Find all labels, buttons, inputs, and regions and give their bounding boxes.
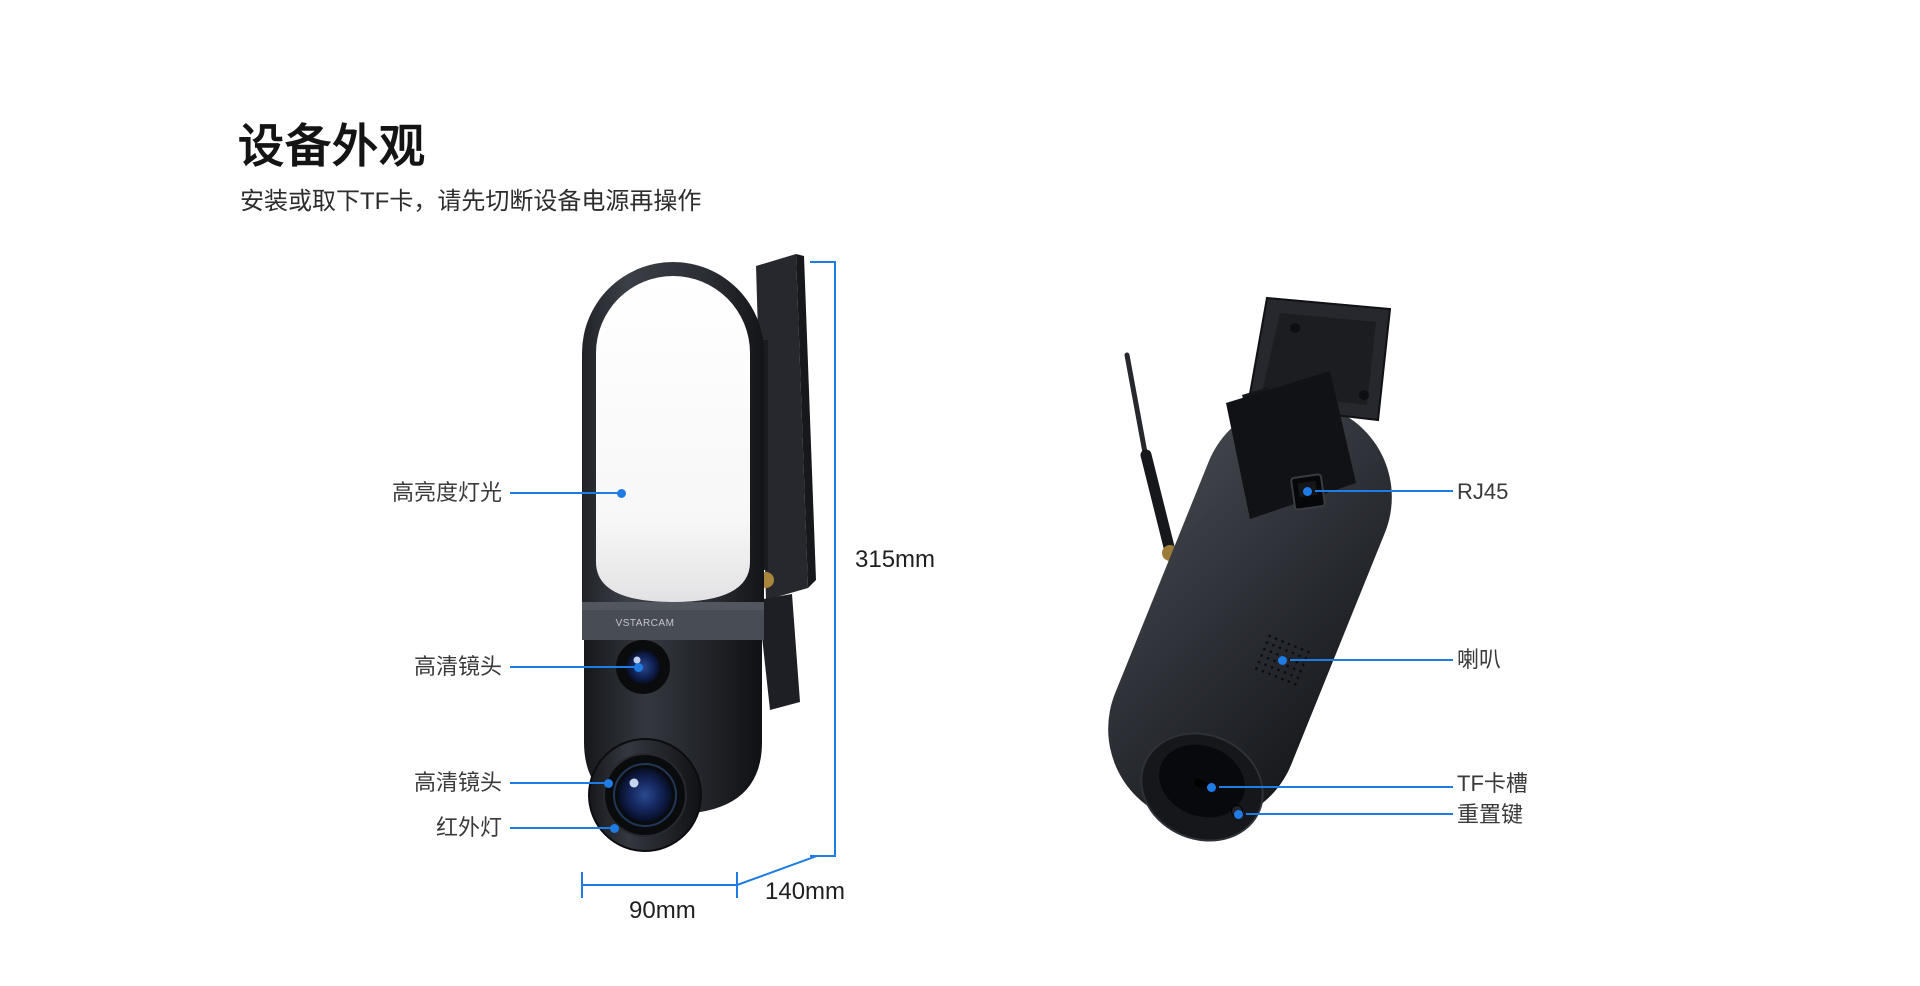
dimension-width-cap-left <box>581 872 583 898</box>
callout-speaker-dot <box>1278 656 1287 665</box>
callout-brightness-light-label: 高亮度灯光 <box>391 480 502 505</box>
callout-reset-line <box>1246 813 1453 815</box>
callout-reset-dot <box>1234 810 1243 819</box>
brand-logo: VSTARCAM <box>616 618 675 629</box>
dimension-height-label: 315mm <box>855 546 936 573</box>
dimension-height-cap-bottom <box>810 855 836 857</box>
callout-tf-slot-line <box>1219 786 1453 788</box>
callout-hd-lens-bottom-dot <box>604 779 613 788</box>
dimension-depth-label: 140mm <box>765 878 846 905</box>
callout-hd-lens-top-line <box>510 666 634 668</box>
callout-hd-lens-top-label: 高清镜头 <box>413 654 502 679</box>
callout-ir-light-dot <box>610 824 619 833</box>
callout-speaker-line <box>1290 659 1453 661</box>
callout-tf-slot-label: TF卡槽 <box>1457 771 1528 796</box>
bottom-lens <box>603 753 687 837</box>
dimension-height-cap-top <box>810 261 836 263</box>
dimension-height-line <box>834 262 836 856</box>
callout-rj45-dot <box>1303 487 1312 496</box>
collar-band: VSTARCAM <box>582 602 764 640</box>
top-lens <box>616 640 670 694</box>
camera-body-rear <box>1108 402 1392 824</box>
callout-rj45-label: RJ45 <box>1457 479 1509 504</box>
bottom-face <box>1140 732 1264 842</box>
dimension-width-line <box>582 884 737 886</box>
callout-brightness-light-line <box>510 492 622 494</box>
dimension-width-label: 90mm <box>629 897 696 924</box>
callout-hd-lens-bottom-line <box>510 782 607 784</box>
callout-rj45-line <box>1315 490 1453 492</box>
page-title: 设备外观 <box>238 120 426 172</box>
rear-view-illustration <box>1108 296 1392 842</box>
callout-speaker-label: 喇叭 <box>1457 647 1502 672</box>
page-subtitle: 安装或取下TF卡，请先切断设备电源再操作 <box>240 188 702 215</box>
callout-reset-label: 重置键 <box>1457 802 1524 827</box>
callout-brightness-light-dot <box>617 489 626 498</box>
callout-hd-lens-top-dot <box>634 663 643 672</box>
callout-tf-slot-dot <box>1207 783 1216 792</box>
front-view-illustration: VSTARCAM <box>582 254 816 852</box>
callout-ir-light-label: 红外灯 <box>435 815 502 840</box>
callout-hd-lens-bottom-label: 高清镜头 <box>413 770 502 795</box>
light-panel <box>596 276 750 602</box>
callout-ir-light-line <box>510 827 613 829</box>
antenna <box>1124 352 1178 561</box>
